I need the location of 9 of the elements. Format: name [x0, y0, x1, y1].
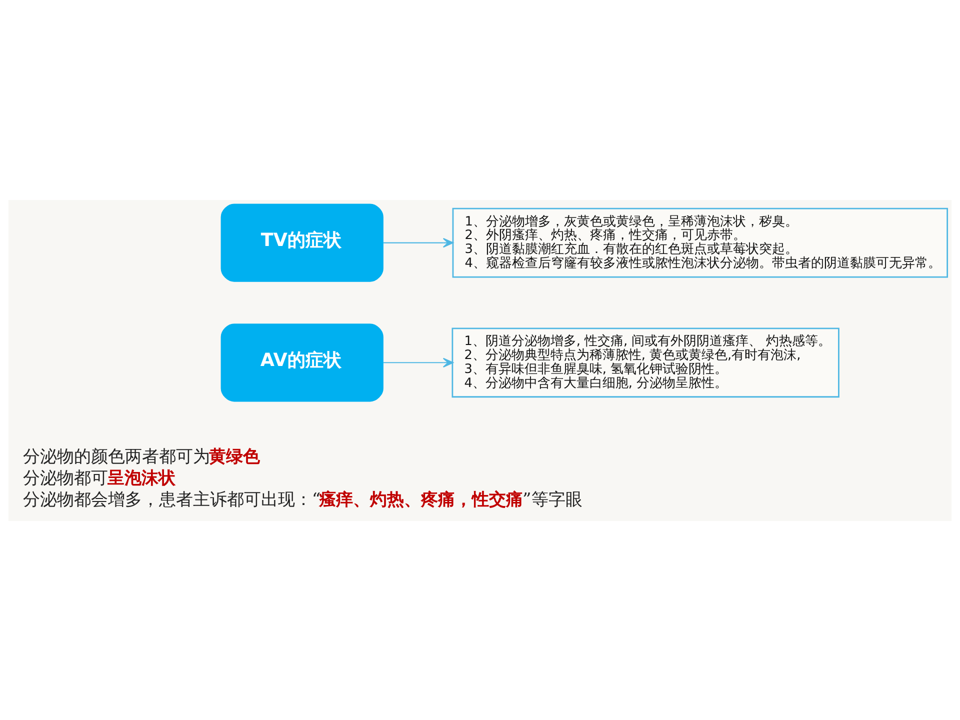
arrow [383, 357, 454, 368]
label: 分泌物都会增多，患者主诉都可出现：“瘙痒、灼热、疼痛，性交痛”等字眼 [22, 489, 582, 510]
node-box: 1、分泌物增多，灰黄色或黄绿色，呈稀薄泡沫状，秽臭。 2、外阴瘙痒、灼热、疼痛，性交痛，可见赤带。 3、阴道黏膜潮红充血．有散在的红色斑点或草莓状突起。 4、窥器检查后穹窿有较多液性或脓性泡沫状分泌物。带虫者的阴道黏膜可无异常。 [452, 207, 948, 278]
node-box: AV的症状 [220, 323, 384, 402]
label: 分泌物的颜色两者都可为黄绿色 [22, 446, 260, 466]
label: 分泌物都可呈泡沫状 [22, 468, 176, 488]
node-box: 1、阴道分泌物增多, 性交痛, 间或有外阴阴道瘙痒、 灼热感等。 2、分泌物典型特点为稀薄脓性, 黄色或黄绿色,有时有泡沫, 3、有异味但非鱼腥臭味, 氢氧化钾试验阴性。 4、分泌物中含有大量白细胞, 分泌物呈脓性。 [452, 327, 840, 398]
arrow [383, 237, 454, 248]
node-box: TV的症状 [220, 203, 384, 282]
